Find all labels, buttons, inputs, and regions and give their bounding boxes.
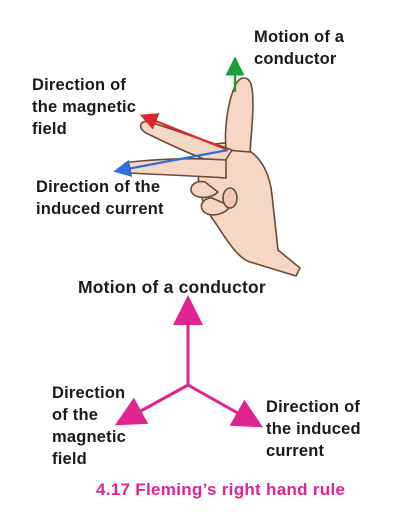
current-direction-arrow [113,148,229,178]
axis-field-label: Direction of the magnetic field [52,382,126,470]
hand-motion-label: Motion of a conductor [254,26,344,70]
hand-current-label: Direction of the induced current [36,176,164,220]
field-direction-arrow [139,113,229,152]
axis-field-label-line: Direction [52,384,126,402]
hand-field-label-line: Direction of [32,76,127,94]
figure-caption: 4.17 Fleming’s right hand rule [96,480,346,499]
axis-left-arrow [114,383,189,426]
axis-field-label-line: of the [52,406,99,424]
axis-arrows [114,295,264,428]
axis-field-label-line: field [52,450,87,468]
hand-field-label: Direction of the magnetic field [32,74,136,140]
hand-motion-label-line: Motion of a [254,28,345,46]
axis-right-arrow [187,383,264,428]
hand-field-label-line: field [32,120,67,138]
hand-current-label-line: induced current [36,200,164,218]
hand-field-label-line: the magnetic [32,98,137,116]
axis-field-label-line: magnetic [52,428,127,446]
axis-current-label-line: current [266,442,325,460]
axis-motion-label: Motion of a conductor [78,277,266,297]
hand-current-label-line: Direction of the [36,178,161,196]
axis-current-label-line: the induced [266,420,361,438]
axis-current-label-line: Direction of [266,398,361,416]
hand-motion-label-line: conductor [254,50,337,68]
axis-current-label: Direction of the induced current [266,396,361,462]
hand-shape [121,77,301,277]
